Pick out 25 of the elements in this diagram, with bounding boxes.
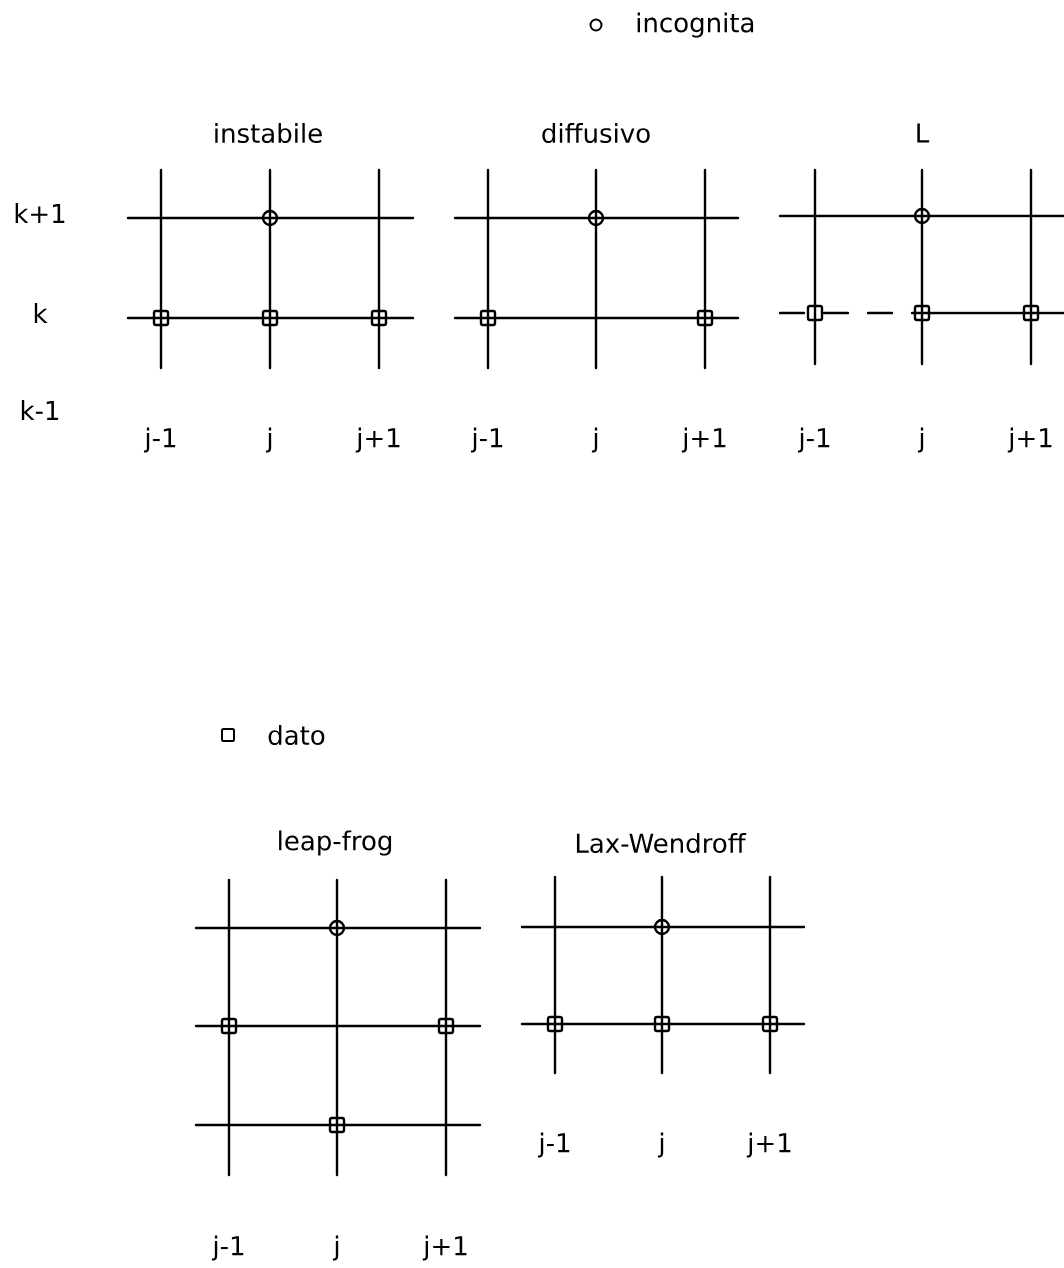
- column-label: j+1: [422, 1235, 467, 1261]
- column-label: j-1: [470, 427, 503, 453]
- column-label: j+1: [746, 1132, 791, 1158]
- row-label: k+1: [15, 203, 65, 223]
- column-label: j: [265, 427, 272, 453]
- column-label: j-1: [211, 1235, 244, 1261]
- column-label: j-1: [537, 1132, 570, 1158]
- scheme-title: leap-frog: [279, 830, 392, 856]
- scheme-title: L: [917, 123, 930, 143]
- scheme-title: diffusivo: [542, 122, 650, 144]
- row-label: k: [34, 303, 48, 323]
- scheme-title: instabile: [215, 122, 322, 144]
- column-label: j-1: [797, 427, 830, 453]
- column-label: j+1: [355, 427, 400, 453]
- column-label: j: [657, 1132, 664, 1158]
- legend-text: incognita: [637, 12, 754, 38]
- column-label: j: [917, 427, 924, 453]
- column-label: j+1: [1007, 427, 1052, 453]
- row-label: k-1: [21, 400, 59, 420]
- column-label: j+1: [681, 427, 726, 453]
- scheme-title: Lax-Wendroff: [576, 832, 747, 854]
- column-label: j: [591, 427, 598, 453]
- column-label: j: [332, 1235, 339, 1261]
- column-label: j-1: [143, 427, 176, 453]
- legend-text: dato: [268, 724, 325, 746]
